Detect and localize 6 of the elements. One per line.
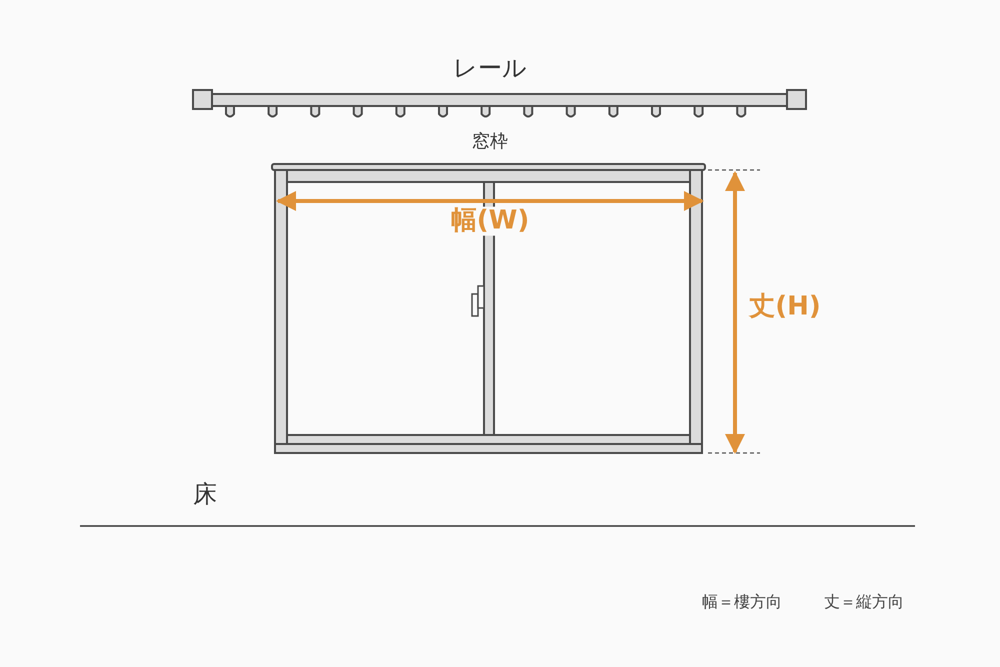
- dimension-label: 丈(H): [749, 292, 821, 322]
- note-text: 幅＝樓方向: [702, 593, 782, 611]
- part-label: 床: [193, 480, 217, 508]
- note-text: 丈＝縦方向: [824, 593, 904, 611]
- part-label: 窓枠: [472, 132, 508, 152]
- part-label: レール: [453, 54, 527, 82]
